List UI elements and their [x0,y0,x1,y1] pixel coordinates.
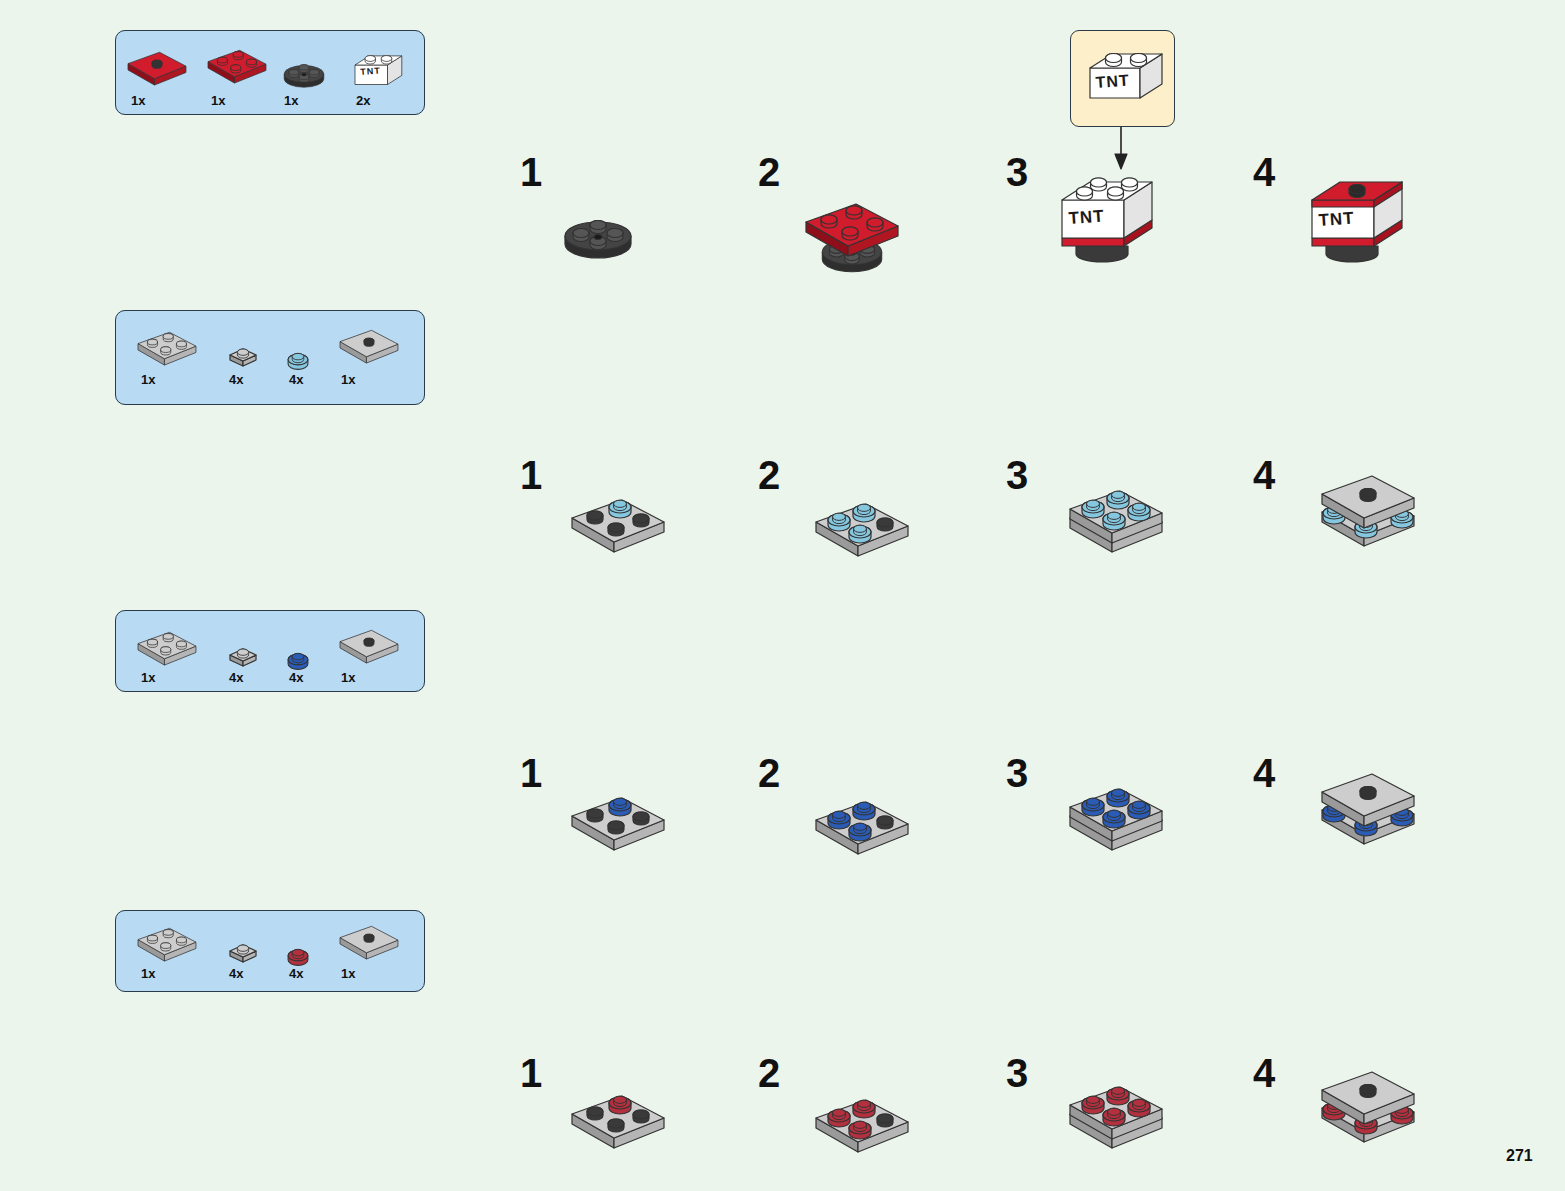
step-number: 4 [1253,753,1275,793]
brick-print: TNT [1068,207,1105,226]
quantity-label: 2x [356,94,370,107]
step-number: 4 [1253,152,1275,192]
quantity-label: 4x [229,671,243,684]
step-number: 4 [1253,1053,1275,1093]
step-number: 3 [1006,455,1028,495]
quantity-label: 4x [289,967,303,980]
step-number: 2 [758,753,780,793]
step-number: 1 [520,152,542,192]
parts-list-box: 1x 1x 1x 2x TNT [115,30,425,115]
step-number: 3 [1006,753,1028,793]
brick-print: TNT [1095,73,1130,91]
step-number: 2 [758,152,780,192]
quantity-label: 1x [141,671,155,684]
quantity-label: 1x [141,967,155,980]
quantity-label: 4x [229,967,243,980]
quantity-label: 1x [141,373,155,386]
quantity-label: 4x [289,671,303,684]
callout-box: TNT [1070,30,1175,127]
quantity-label: 1x [131,94,145,107]
brick-print: TNT [360,67,381,77]
step-number: 2 [758,1053,780,1093]
parts-list-box: 1x 4x 4x 1x [115,910,425,992]
quantity-label: 4x [229,373,243,386]
step-number: 1 [520,753,542,793]
step-number: 1 [520,455,542,495]
step-number: 3 [1006,1053,1028,1093]
parts-list-box: 1x 4x 4x 1x [115,310,425,405]
step-number: 1 [520,1053,542,1093]
brick-print: TNT [1318,209,1355,228]
quantity-label: 4x [289,373,303,386]
quantity-label: 1x [341,967,355,980]
step-number: 3 [1006,152,1028,192]
quantity-label: 1x [341,671,355,684]
page-number: 271 [1506,1148,1533,1164]
parts-list-box: 1x 4x 4x 1x [115,610,425,692]
quantity-label: 1x [341,373,355,386]
quantity-label: 1x [211,94,225,107]
quantity-label: 1x [284,94,298,107]
step-number: 4 [1253,455,1275,495]
step-number: 2 [758,455,780,495]
